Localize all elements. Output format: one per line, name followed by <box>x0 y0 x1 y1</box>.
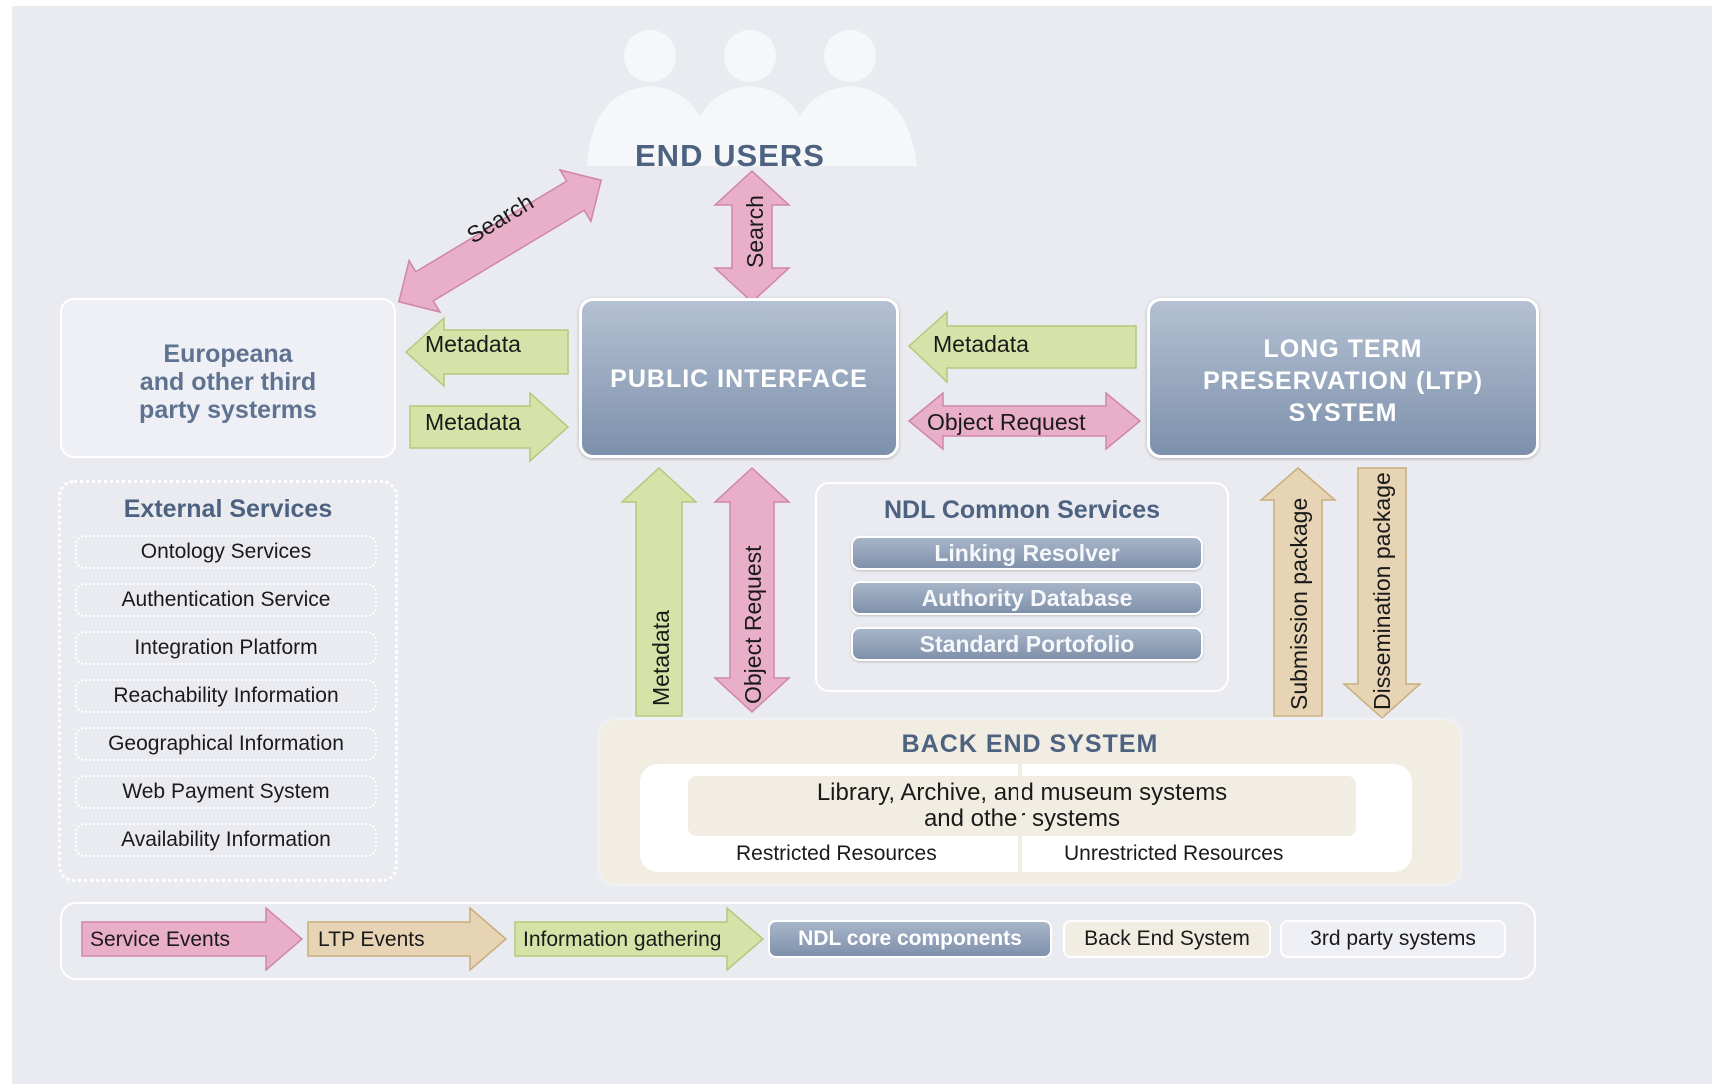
dissemination-package-label: Dissemination package <box>1369 472 1395 710</box>
library-archive-museum-box: Library, Archive, and museum systems and… <box>688 776 1356 836</box>
back-end-system-panel: BACK END SYSTEM Library, Archive, and mu… <box>600 720 1460 884</box>
public-interface-box: PUBLIC INTERFACE <box>579 298 899 458</box>
service-reachability: Reachability Information <box>75 679 377 713</box>
third-party-systems-box: Europeana and other third party systerms <box>60 298 396 458</box>
resources-divider <box>1018 764 1022 872</box>
legend-service-events-label: Service Events <box>90 928 231 951</box>
third-party-line-2: and other third <box>139 368 317 396</box>
metadata-right-label: Metadata <box>933 331 1029 357</box>
legend-service-events-arrow <box>81 906 304 972</box>
legend-back-end-box: Back End System <box>1063 920 1271 958</box>
ltp-line-1: LONG TERM <box>1263 335 1423 363</box>
metadata-vertical-arrow <box>620 466 698 717</box>
unrestricted-resources-label: Unrestricted Resources <box>1064 842 1284 865</box>
diagram-canvas: END USERS Search Search Metadata Metadat… <box>12 6 1712 1084</box>
ndl-authority-database: Authority Database <box>851 581 1203 615</box>
external-services-title: External Services <box>123 495 333 523</box>
metadata-left-top-label: Metadata <box>425 331 521 357</box>
legend-ltp-events-label: LTP Events <box>318 928 425 951</box>
ndl-common-services-title: NDL Common Services <box>883 496 1160 524</box>
ltp-line-2: PRESERVATION (LTP) <box>1202 367 1484 395</box>
legend-info-gathering-arrow <box>514 906 765 972</box>
metadata-left-top-arrow <box>404 316 569 388</box>
ndl-common-services-panel: NDL Common Services Linking Resolver Aut… <box>815 482 1229 692</box>
end-users-label: END USERS <box>635 138 825 173</box>
object-request-horizontal-arrow <box>907 391 1142 451</box>
back-end-inner-panel: Library, Archive, and museum systems and… <box>640 764 1412 872</box>
back-end-system-title: BACK END SYSTEM <box>901 730 1159 758</box>
dissemination-package-arrow <box>1342 467 1422 720</box>
ndl-linking-resolver: Linking Resolver <box>851 536 1203 570</box>
metadata-left-bottom-label: Metadata <box>425 409 521 435</box>
object-request-vertical-arrow <box>713 466 791 714</box>
metadata-left-bottom-arrow <box>409 391 570 463</box>
public-interface-label: PUBLIC INTERFACE <box>610 365 868 393</box>
third-party-line-3: party systerms <box>139 396 317 424</box>
end-users-icon <box>587 30 917 166</box>
object-request-horizontal-label: Object Request <box>927 409 1086 435</box>
submission-package-arrow <box>1258 467 1338 717</box>
service-geographical: Geographical Information <box>75 727 377 761</box>
submission-package-label: Submission package <box>1286 497 1312 710</box>
library-line-1: Library, Archive, and museum systems <box>816 779 1228 806</box>
search-diagonal-arrow <box>397 168 603 314</box>
legend-bar <box>60 902 1536 980</box>
legend-ltp-events-arrow <box>307 906 508 972</box>
legend-ndl-core-box: NDL core components <box>768 920 1052 958</box>
ndl-standard-portofolio: Standard Portofolio <box>851 627 1203 661</box>
third-party-line-1: Europeana <box>163 340 293 368</box>
arrow-layer <box>81 168 1422 972</box>
object-request-vertical-label: Object Request <box>740 545 766 704</box>
service-integration-platform: Integration Platform <box>75 631 377 665</box>
metadata-right-arrow <box>907 310 1137 384</box>
external-services-panel: External Services Ontology Services Auth… <box>58 480 398 882</box>
ltp-system-box: LONG TERM PRESERVATION (LTP) SYSTEM <box>1147 298 1539 458</box>
service-ontology: Ontology Services <box>75 535 377 569</box>
service-availability: Availability Information <box>75 823 377 857</box>
legend-third-party-box: 3rd party systems <box>1280 920 1506 958</box>
library-line-2: and other systems <box>923 805 1121 832</box>
metadata-vertical-label: Metadata <box>648 610 674 706</box>
restricted-resources-label: Restricted Resources <box>736 842 937 865</box>
service-web-payment: Web Payment System <box>75 775 377 809</box>
legend-info-gathering-label: Information gathering <box>523 928 722 951</box>
service-authentication: Authentication Service <box>75 583 377 617</box>
ltp-line-3: SYSTEM <box>1288 399 1398 427</box>
search-vertical-label: Search <box>742 195 768 268</box>
